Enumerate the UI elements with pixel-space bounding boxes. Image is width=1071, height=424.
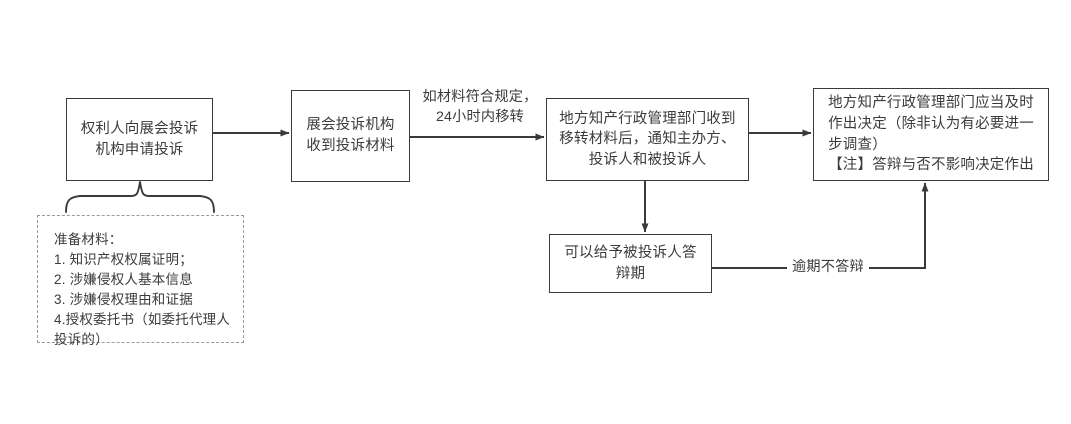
node-notify-parties-label: 地方知产行政管理部门收到 移转材料后，通知主办方、 投诉人和被投诉人 (559, 110, 736, 168)
note-required-materials: 准备材料： 1. 知识产权权属证明； 2. 涉嫌侵权人基本信息 3. 涉嫌侵权理… (37, 215, 244, 347)
node-make-decision[interactable]: 地方知产行政管理部门应当及时 作出决定（除非认为有必要进一 步调查） 【注】答辩… (813, 88, 1049, 181)
node-make-decision-label: 地方知产行政管理部门应当及时 作出决定（除非认为有必要进一 步调查） 【注】答辩… (828, 95, 1034, 174)
node-defense-period-label: 可以给予被投诉人答 辩期 (564, 244, 697, 282)
node-apply-complaint-label: 权利人向展会投诉 机构申请投诉 (80, 120, 199, 158)
connector-defense-to-decision (712, 182, 929, 269)
node-defense-period[interactable]: 可以给予被投诉人答 辩期 (549, 234, 712, 293)
node-receive-materials-label: 展会投诉机构 收到投诉材料 (306, 117, 395, 154)
brace-apply-materials (65, 181, 215, 213)
node-apply-complaint[interactable]: 权利人向展会投诉 机构申请投诉 (66, 98, 213, 181)
edge-label-overdue: 逾期不答辩 (787, 258, 869, 278)
node-notify-parties[interactable]: 地方知产行政管理部门收到 移转材料后，通知主办方、 投诉人和被投诉人 (546, 98, 749, 181)
node-receive-materials[interactable]: 展会投诉机构 收到投诉材料 (291, 90, 410, 182)
edge-label-transfer: 如材料符合规定， 24小时内移转 (422, 89, 538, 125)
note-required-materials-text: 准备材料： 1. 知识产权权属证明； 2. 涉嫌侵权人基本信息 3. 涉嫌侵权理… (54, 232, 231, 347)
